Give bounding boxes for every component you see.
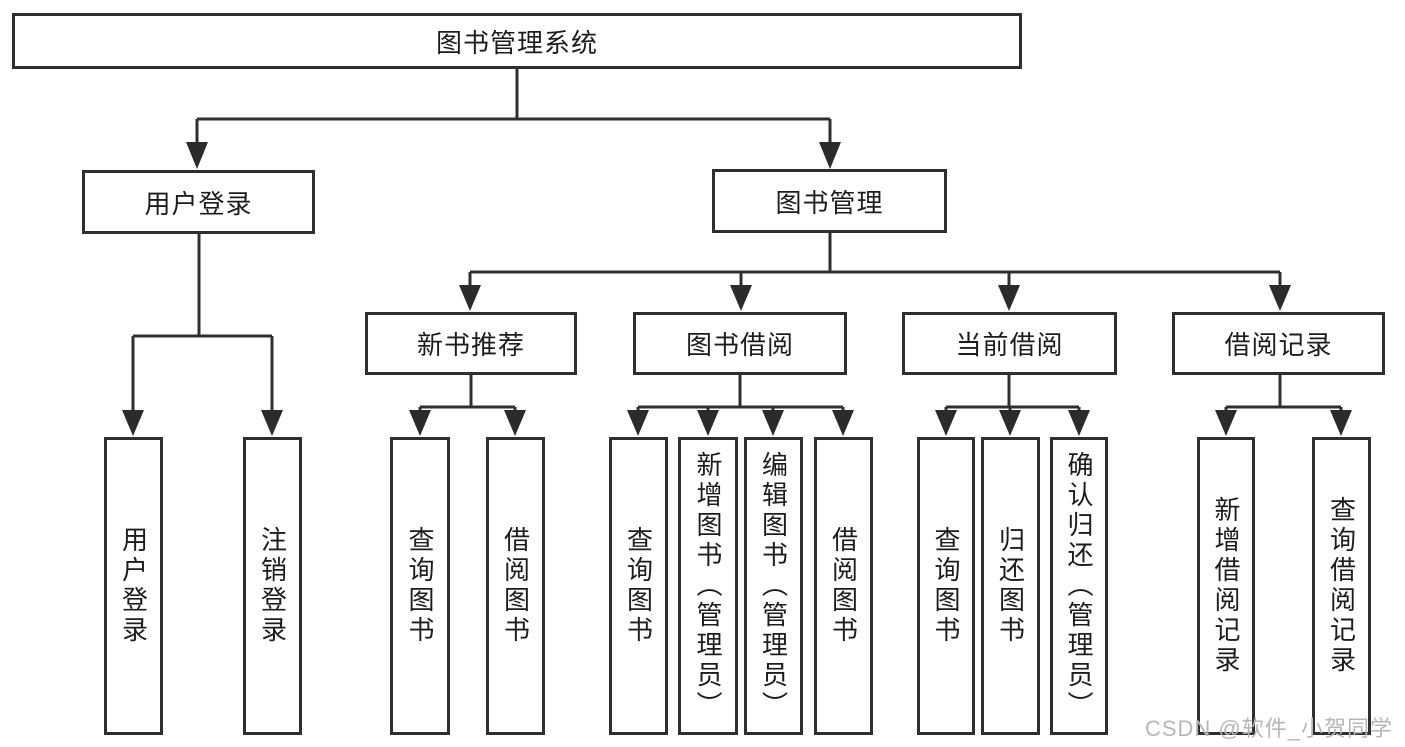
- node-label: 用户登录: [144, 188, 253, 219]
- leaf-return-books: 归还图书: [981, 437, 1040, 735]
- node-label: 查询图书: [623, 526, 654, 646]
- arrow-icon: [1269, 285, 1291, 311]
- arrow-icon: [1330, 410, 1352, 436]
- node-new-book-recommend: 新书推荐: [365, 312, 577, 375]
- node-label: 图书管理: [775, 187, 884, 218]
- leaf-add-borrow-record: 新增借阅记录: [1197, 437, 1255, 735]
- node-book-management: 图书管理: [712, 169, 947, 233]
- watermark-text: CSDN @软件_小贺同学: [1144, 716, 1393, 741]
- arrow-icon: [999, 410, 1021, 436]
- leaf-query-books-recommend: 查询图书: [390, 437, 450, 735]
- node-label: 查询图书: [931, 526, 961, 646]
- arrow-icon: [998, 285, 1020, 311]
- node-label: 借阅图书: [500, 526, 531, 646]
- node-label: 编辑图书（管理员）: [758, 451, 789, 721]
- node-label: 新增图书（管理员）: [693, 451, 723, 721]
- leaf-add-book-admin: 新增图书（管理员）: [678, 437, 738, 735]
- arrow-icon: [459, 285, 481, 311]
- arrow-icon: [409, 410, 431, 436]
- node-current-borrow: 当前借阅: [902, 312, 1117, 375]
- node-label: 新书推荐: [416, 330, 525, 360]
- arrow-icon: [832, 410, 854, 436]
- node-label: 当前借阅: [955, 330, 1064, 360]
- arrow-icon: [762, 410, 784, 436]
- arrow-icon: [697, 410, 719, 436]
- arrow-icon: [730, 285, 752, 311]
- arrow-icon: [261, 410, 283, 436]
- connector-new-book-recommend: [418, 375, 517, 412]
- arrow-icon: [1215, 410, 1237, 436]
- connector-borrow-records: [1224, 375, 1343, 412]
- node-label: 查询图书: [405, 526, 435, 646]
- leaf-borrow-books: 借阅图书: [814, 437, 873, 735]
- connector-user-login: [131, 233, 274, 412]
- node-label: 借阅图书: [828, 526, 859, 646]
- node-user-login: 用户登录: [82, 170, 315, 234]
- connector-book-borrow: [636, 375, 845, 412]
- node-label: 注销登录: [257, 526, 288, 646]
- arrow-icon: [935, 410, 957, 436]
- arrow-icon: [186, 142, 208, 169]
- node-label: 确认归还（管理员）: [1064, 451, 1094, 721]
- connector-book-management: [468, 233, 1282, 287]
- leaf-query-books-current: 查询图书: [917, 437, 975, 735]
- node-label: 新增借阅记录: [1211, 496, 1241, 676]
- leaf-query-books-borrow: 查询图书: [609, 437, 668, 735]
- leaf-user-login: 用户登录: [104, 437, 163, 735]
- arrow-icon: [504, 410, 526, 436]
- node-label: 图书借阅: [685, 330, 794, 360]
- arrow-icon: [627, 410, 649, 436]
- leaf-confirm-return-admin: 确认归还（管理员）: [1050, 437, 1108, 735]
- node-book-borrow: 图书借阅: [633, 312, 847, 375]
- connector-root: [195, 69, 832, 144]
- arrow-icon: [819, 142, 841, 169]
- node-label: 归还图书: [995, 526, 1026, 646]
- node-borrow-records: 借阅记录: [1172, 312, 1385, 375]
- leaf-borrow-books-recommend: 借阅图书: [486, 437, 545, 735]
- arrow-icon: [1068, 410, 1090, 436]
- node-label: 用户登录: [118, 526, 149, 646]
- leaf-edit-book-admin: 编辑图书（管理员）: [744, 437, 803, 735]
- node-label: 查询借阅记录: [1326, 496, 1357, 676]
- node-root: 图书管理系统: [12, 13, 1022, 69]
- arrowheads: [122, 142, 1352, 436]
- node-label: 图书管理系统: [435, 27, 598, 58]
- leaf-query-borrow-record: 查询借阅记录: [1312, 437, 1371, 735]
- connector-current-borrow: [944, 375, 1081, 412]
- leaf-logout: 注销登录: [243, 437, 302, 735]
- arrow-icon: [122, 410, 144, 436]
- node-label: 借阅记录: [1224, 330, 1333, 360]
